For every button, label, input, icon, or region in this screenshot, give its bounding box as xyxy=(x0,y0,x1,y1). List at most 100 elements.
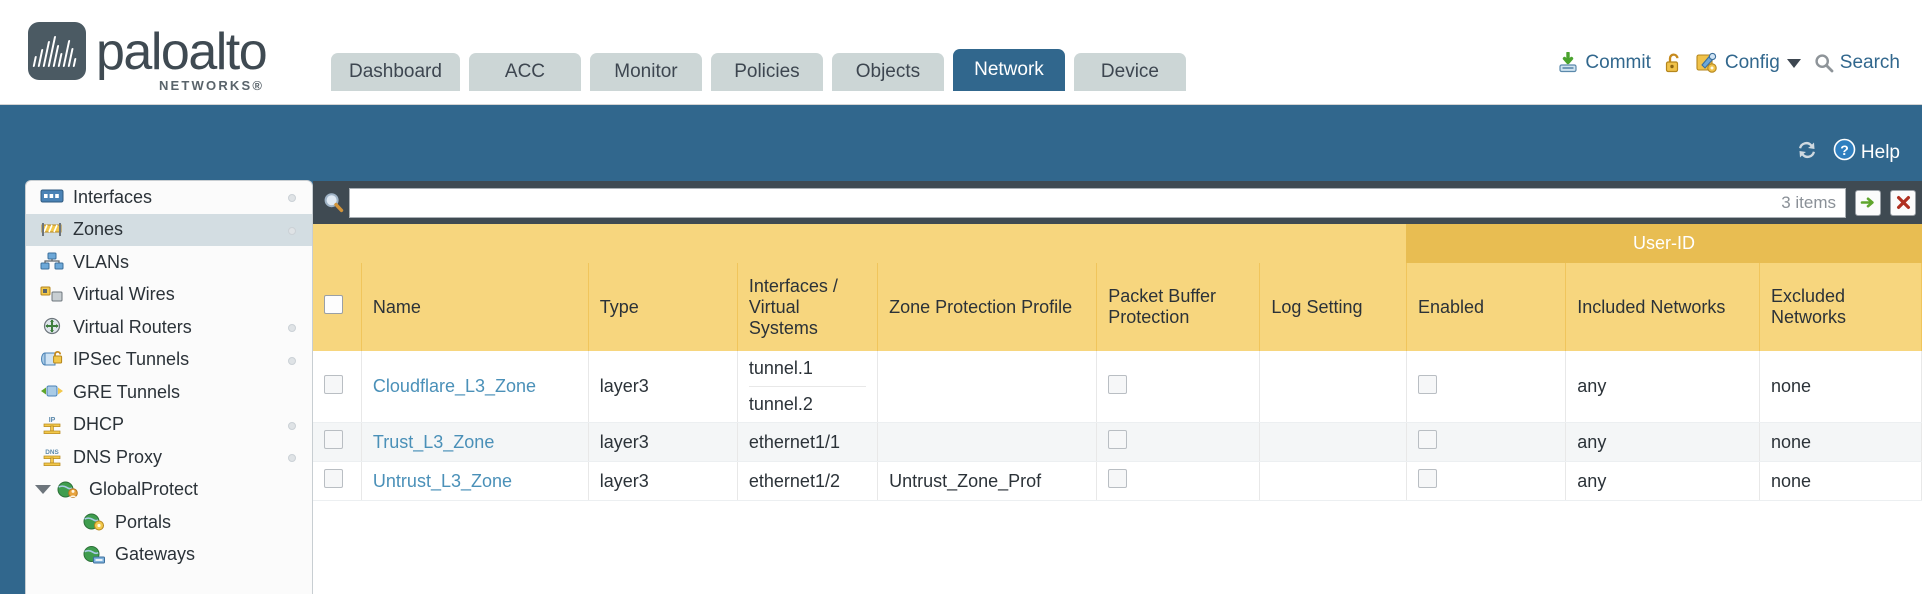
sidebar-item-gre-tunnels[interactable]: GRE Tunnels xyxy=(26,376,312,409)
row-select-cell xyxy=(313,422,362,462)
zone-name-link[interactable]: Untrust_L3_Zone xyxy=(372,470,513,491)
ipsec-tunnels-icon xyxy=(40,350,64,370)
cell-included-networks: any xyxy=(1565,351,1761,423)
sidebar-item-label: Virtual Routers xyxy=(73,316,192,337)
help-button[interactable]: ? Help xyxy=(1833,138,1900,167)
sidebar-item-label: GlobalProtect xyxy=(89,479,199,500)
clear-filter-button[interactable] xyxy=(1890,189,1916,216)
blue-sub-bar xyxy=(0,105,1922,145)
commit-icon xyxy=(1557,51,1579,74)
column-header-included-networks[interactable]: Included Networks xyxy=(1565,263,1761,351)
content-panel: 3 items xyxy=(313,181,1922,594)
commit-button[interactable]: Commit xyxy=(1557,51,1651,74)
expand-triangle-icon[interactable] xyxy=(35,484,51,494)
cell-excluded-networks: none xyxy=(1759,461,1922,501)
column-header-name[interactable]: Name xyxy=(361,263,589,351)
column-header-excluded-networks[interactable]: Excluded Networks xyxy=(1759,263,1922,351)
cell-packet-buffer-protection xyxy=(1096,461,1261,501)
svg-text:DNS: DNS xyxy=(45,449,59,456)
select-all-checkbox[interactable] xyxy=(324,295,343,314)
sidebar-item-label: Interfaces xyxy=(73,186,153,207)
userid-enabled-checkbox[interactable] xyxy=(1417,469,1437,488)
commit-label: Commit xyxy=(1585,52,1651,73)
tab-device[interactable]: Device xyxy=(1073,53,1186,91)
sidebar-item-ipsec-tunnels[interactable]: IPSec Tunnels xyxy=(26,344,312,377)
packet-buffer-protection-checkbox[interactable] xyxy=(1108,469,1128,488)
tab-objects[interactable]: Objects xyxy=(831,53,944,91)
cell-type: layer3 xyxy=(588,461,738,501)
cell-included-networks: any xyxy=(1565,422,1761,462)
packet-buffer-protection-checkbox[interactable] xyxy=(1108,430,1128,449)
group-header-userid: User-ID xyxy=(1406,224,1922,263)
search-button[interactable]: Search xyxy=(1814,52,1900,74)
interface-entry: tunnel.1 xyxy=(748,358,813,378)
select-all-header xyxy=(313,263,362,351)
sidebar-item-portals[interactable]: Portals xyxy=(26,506,312,539)
zone-name-link[interactable]: Trust_L3_Zone xyxy=(372,431,495,452)
column-header-enabled[interactable]: Enabled xyxy=(1406,263,1567,351)
column-header-zone-protection-profile[interactable]: Zone Protection Profile xyxy=(877,263,1098,351)
row-checkbox[interactable] xyxy=(324,374,343,394)
row-select-cell xyxy=(313,351,362,423)
tab-policies[interactable]: Policies xyxy=(710,53,823,91)
row-checkbox[interactable] xyxy=(324,469,343,488)
tab-monitor[interactable]: Monitor xyxy=(589,53,702,91)
sidebar-item-label: Zones xyxy=(73,219,124,240)
column-header-packet-buffer-protection[interactable]: Packet Buffer Protection xyxy=(1096,263,1261,351)
help-circle-icon: ? xyxy=(1833,138,1856,167)
svg-text:?: ? xyxy=(1840,142,1849,158)
apply-filter-button[interactable] xyxy=(1855,189,1881,216)
userid-enabled-checkbox[interactable] xyxy=(1417,374,1437,394)
chevron-down-icon[interactable] xyxy=(1786,58,1801,68)
sidebar-item-virtual-wires[interactable]: Virtual Wires xyxy=(26,279,312,312)
column-header-log-setting[interactable]: Log Setting xyxy=(1259,263,1407,351)
row-checkbox[interactable] xyxy=(324,430,343,449)
help-label: Help xyxy=(1860,141,1900,163)
green-arrow-apply-icon xyxy=(1860,197,1874,208)
cell-name: Untrust_L3_Zone xyxy=(361,461,589,501)
tab-dashboard[interactable]: Dashboard xyxy=(331,53,460,91)
column-header-interfaces-virtual-systems[interactable]: Interfaces / Virtual Systems xyxy=(737,263,879,351)
sidebar-item-zones[interactable]: Zones xyxy=(26,213,312,246)
cell-log-setting xyxy=(1259,422,1407,462)
userid-enabled-checkbox[interactable] xyxy=(1417,430,1437,449)
cell-userid-enabled xyxy=(1406,461,1567,501)
sidebar-item-label: VLANs xyxy=(73,251,130,272)
sidebar-item-gateways[interactable]: Gateways xyxy=(26,539,312,572)
cell-log-setting xyxy=(1259,461,1407,501)
cell-log-setting xyxy=(1259,351,1407,423)
lock-button[interactable] xyxy=(1664,52,1683,74)
cell-zone-protection-profile xyxy=(877,351,1098,423)
packet-buffer-protection-checkbox[interactable] xyxy=(1108,374,1128,394)
filter-magnifier[interactable] xyxy=(319,191,349,215)
paloalto-logo[interactable]: paloalto NETWORKS® xyxy=(28,22,268,93)
brand-tagline: NETWORKS® xyxy=(158,78,265,93)
sidebar-item-interfaces[interactable]: Interfaces xyxy=(26,181,312,214)
search-input[interactable]: 3 items xyxy=(349,187,1846,218)
refresh-icon xyxy=(1795,139,1819,167)
config-button[interactable]: Config xyxy=(1696,52,1801,74)
interface-entry: ethernet1/1 xyxy=(748,431,840,452)
zone-name-link[interactable]: Cloudflare_L3_Zone xyxy=(372,376,537,396)
cell-interfaces: ethernet1/1 xyxy=(737,422,879,462)
tab-acc[interactable]: ACC xyxy=(468,53,581,91)
refresh-button[interactable] xyxy=(1795,139,1819,167)
tab-network[interactable]: Network xyxy=(952,49,1065,91)
filter-bar: 3 items xyxy=(313,181,1922,224)
sidebar-item-vlans[interactable]: VLANs xyxy=(26,246,312,279)
sidebar-item-globalprotect[interactable]: GlobalProtect xyxy=(26,474,312,507)
column-header-type[interactable]: Type xyxy=(588,263,738,351)
sidebar-item-virtual-routers[interactable]: Virtual Routers xyxy=(26,311,312,344)
